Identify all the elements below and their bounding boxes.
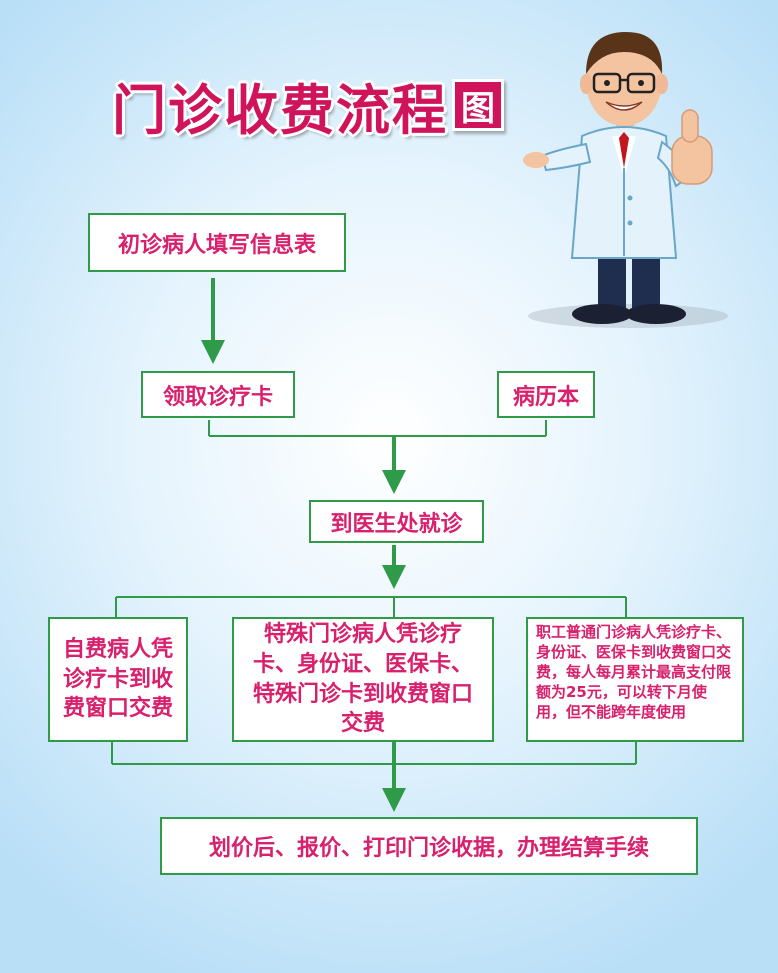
page-title: 门诊收费流程 图 [112,72,504,142]
doctor-illustration [523,32,728,328]
title-last-char: 图 [452,79,504,131]
step-medical-record-book: 病历本 [497,371,595,418]
step-settlement: 划价后、报价、打印门诊收据，办理结算手续 [160,817,698,875]
step-special-clinic-pay: 特殊门诊病人凭诊疗卡、身份证、医保卡、特殊门诊卡到收费窗口交费 [232,617,494,742]
step-self-pay: 自费病人凭诊疗卡到收费窗口交费 [48,617,188,742]
step-fill-info-form: 初诊病人填写信息表 [88,213,346,272]
step-see-doctor: 到医生处就诊 [309,500,484,543]
step-employee-clinic-pay: 职工普通门诊病人凭诊疗卡、身份证、医保卡到收费窗口交费，每人每月累计最高支付限额… [526,617,744,742]
title-text: 门诊收费流程 [112,78,448,142]
step-get-medical-card: 领取诊疗卡 [141,371,295,418]
